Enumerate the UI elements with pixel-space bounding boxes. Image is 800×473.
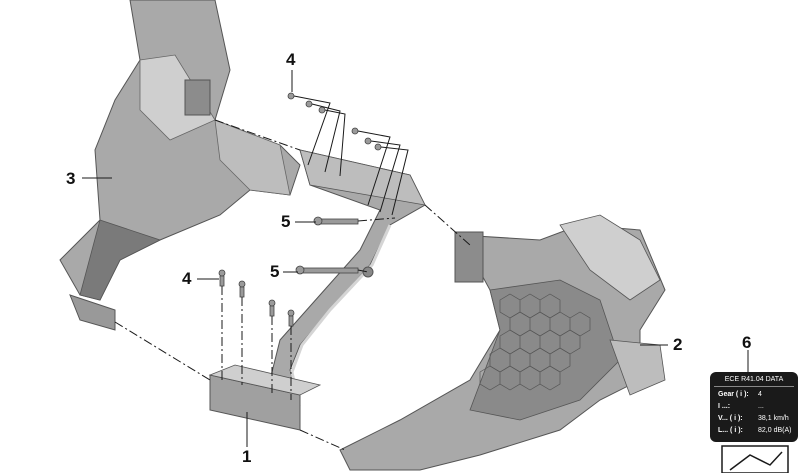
callout-4-bottom: 4 — [182, 269, 192, 288]
part-2-pedal-assembly — [339, 214, 666, 471]
screw-guide-lines — [293, 95, 409, 216]
label-row-key: L... ( i ): — [718, 427, 743, 434]
callout-6: 6 — [742, 333, 752, 352]
part-3-left-bracket — [59, 0, 301, 331]
label-row-value: 38,1 km/h — [758, 415, 789, 422]
callout-5-upper: 5 — [281, 212, 291, 231]
label-row-key: I ...: — [718, 403, 731, 410]
label-row-key: V... ( i ): — [718, 415, 743, 422]
label-row: Gear ( i ): 4 — [718, 391, 794, 401]
assembly-lines — [114, 119, 471, 451]
label-row-value: 4 — [758, 391, 762, 398]
callout-1: 1 — [242, 447, 252, 466]
ece-data-label: ECE R41.04 DATA Gear ( i ): 4 I ...: ...… — [710, 372, 798, 442]
label-title: ECE R41.04 DATA — [724, 376, 784, 383]
pictogram-icon — [721, 445, 789, 473]
label-row: L... ( i ): 82,0 dB(A) — [718, 427, 794, 437]
callout-5-lower: 5 — [270, 262, 280, 281]
label-row: I ...: ... — [718, 403, 794, 413]
label-row-key: Gear ( i ): — [718, 391, 749, 398]
callout-2: 2 — [673, 335, 683, 354]
honeycomb-pattern — [479, 293, 591, 391]
callout-4-top: 4 — [286, 50, 296, 69]
callout-3: 3 — [66, 169, 76, 188]
screws — [218, 92, 382, 327]
leader-lines — [82, 70, 749, 447]
label-row: V... ( i ): 38,1 km/h — [718, 415, 794, 425]
label-row-value: 82,0 dB(A) — [758, 427, 792, 434]
label-row-value: ... — [758, 403, 764, 410]
label-divider — [714, 386, 794, 387]
